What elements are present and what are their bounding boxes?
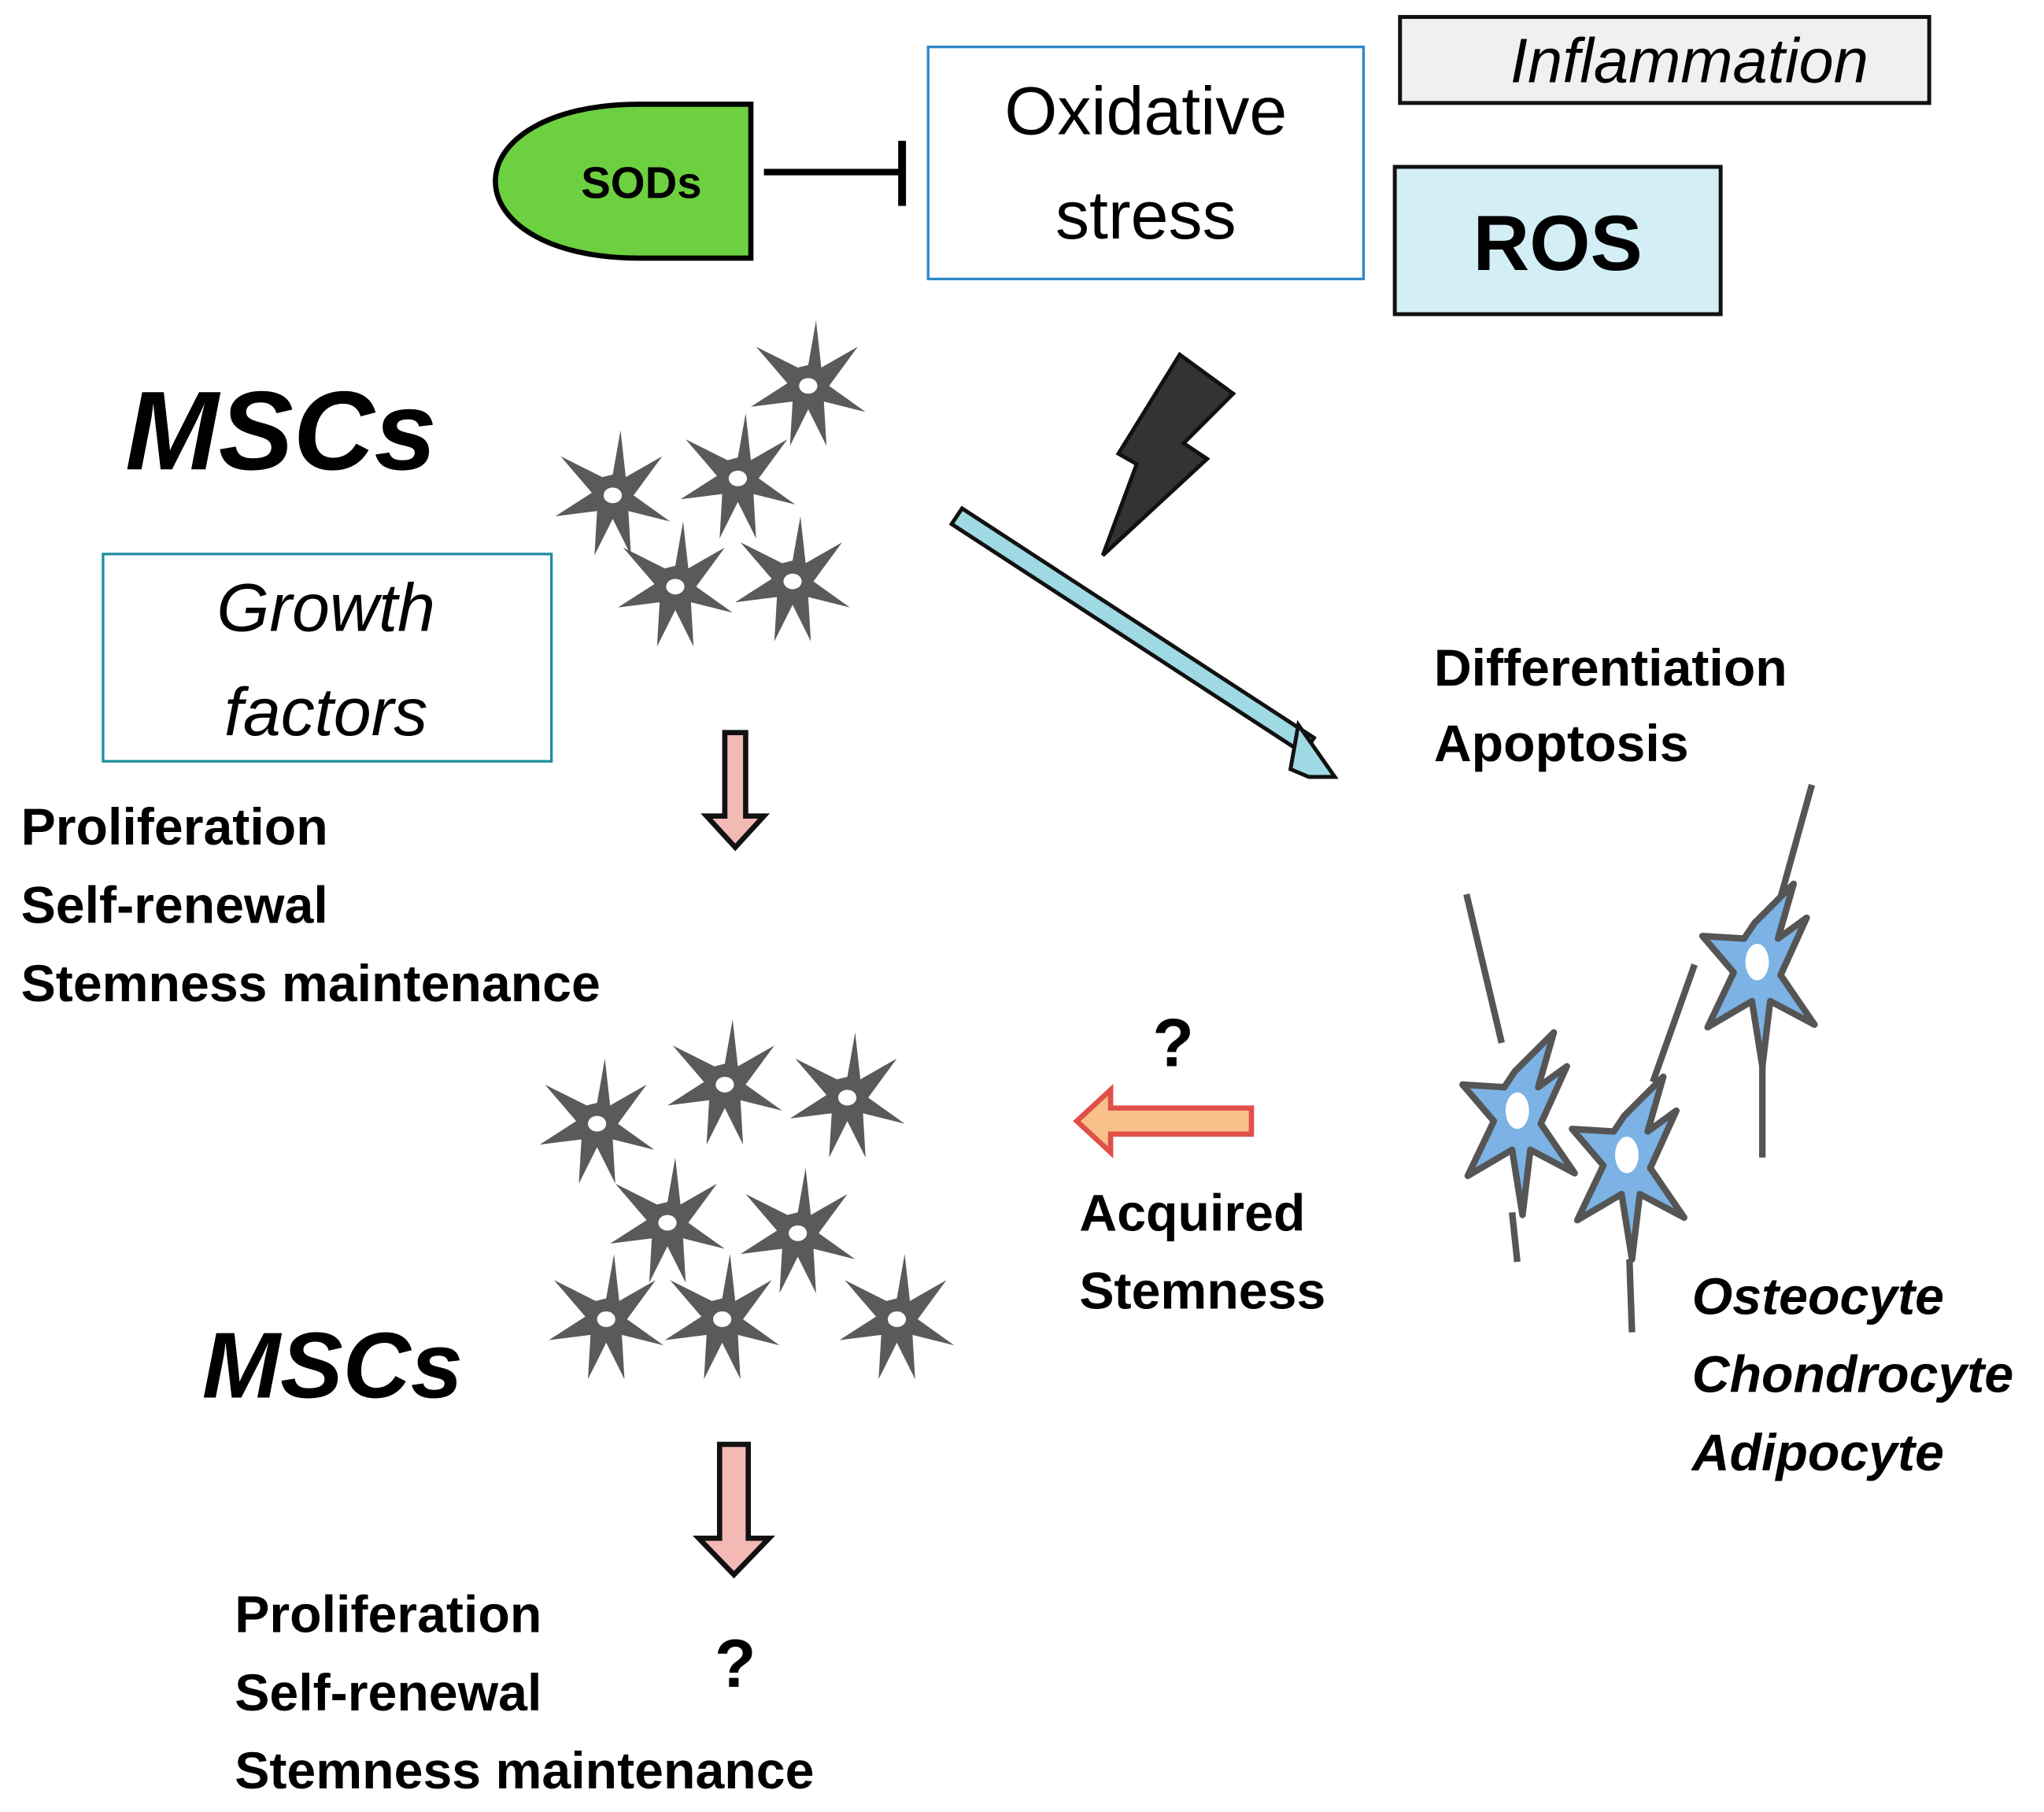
bottom-outcome-proliferation: Proliferation <box>235 1585 541 1644</box>
oxidative-label-line1: Oxidative <box>1004 74 1287 150</box>
growth-factors-line1: Growth <box>216 571 435 646</box>
msc-cell-cluster-top <box>555 320 866 647</box>
inflammation-box <box>1398 15 1931 105</box>
left-outcome-self-renewal: Self-renewal <box>21 877 328 935</box>
lightning-bolt-icon <box>1100 351 1236 557</box>
bottom-outcome-self-renewal: Self-renewal <box>235 1664 541 1722</box>
question-mark-middle: ? <box>1152 1006 1194 1082</box>
differentiated-cell-cluster <box>1462 783 1814 1333</box>
down-arrow-bottom-icon <box>692 1441 776 1579</box>
cell-type-osteocyte: Osteocyte <box>1692 1267 1944 1326</box>
growth-factors-box <box>102 553 553 763</box>
oxidative-stress-box <box>926 45 1366 281</box>
growth-factors-line2: factors <box>224 675 427 750</box>
sods-label: SODs <box>581 158 701 208</box>
inflammation-label: Inflammation <box>1510 25 1868 95</box>
right-outcome-differentiation: Differentiation <box>1434 639 1787 697</box>
back-arrow-icon <box>1073 1083 1255 1159</box>
right-outcome-apoptosis: Apoptosis <box>1434 715 1689 773</box>
bottom-outcome-stemness: Stemness maintenance <box>235 1742 814 1800</box>
ros-label: ROS <box>1473 200 1643 287</box>
ros-box <box>1392 165 1723 316</box>
sods-shape <box>493 102 754 261</box>
inhibition-bar-icon <box>763 140 907 206</box>
msc-label-top: MSCs <box>125 368 437 494</box>
acquired-stemness-line2: Stemness <box>1079 1263 1325 1321</box>
msc-label-bottom: MSCs <box>202 1313 463 1418</box>
left-outcome-stemness: Stemness maintenance <box>21 955 601 1013</box>
left-outcome-proliferation: Proliferation <box>21 798 328 856</box>
cell-type-adipocyte: Adipocyte <box>1691 1424 1944 1482</box>
cell-type-chondrocyte: Chondrocyte <box>1692 1346 2013 1404</box>
question-mark-bottom: ? <box>715 1626 756 1702</box>
oxidative-label-line2: stress <box>1055 178 1236 253</box>
diagonal-arrow-icon <box>948 505 1339 779</box>
down-arrow-icon <box>700 730 771 852</box>
acquired-stemness-line1: Acquired <box>1079 1184 1305 1242</box>
msc-cell-cluster-bottom <box>539 1019 955 1380</box>
